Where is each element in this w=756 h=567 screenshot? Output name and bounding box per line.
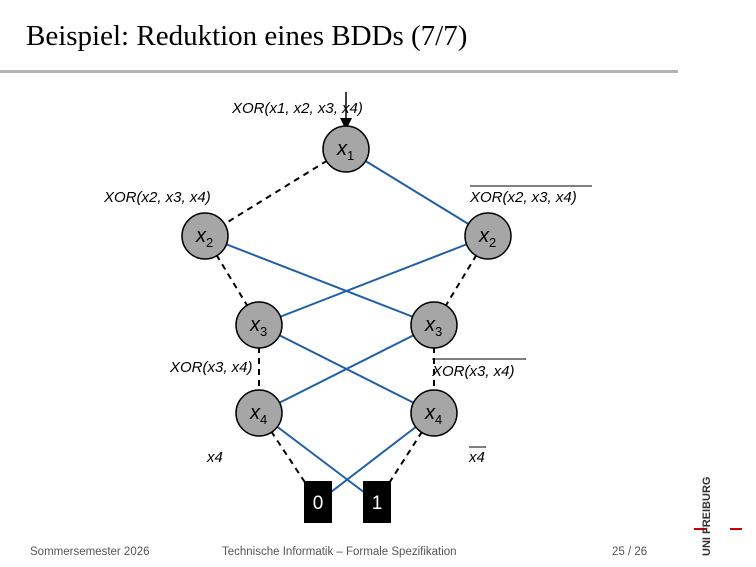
node-n2l (181, 212, 229, 260)
logo-text: UNI FREIBURG (701, 476, 713, 556)
terminal-t1 (363, 481, 391, 523)
footer-page-number: 25 / 26 (612, 546, 648, 558)
node-n2r (464, 212, 512, 260)
node-subscript-n4r: 4 (435, 412, 442, 427)
node-subscript-n1: 1 (347, 148, 354, 163)
node-n3r (410, 301, 458, 349)
slide-title: Beispiel: Reduktion eines BDDs (7/7) (26, 20, 468, 52)
title-divider (0, 70, 678, 73)
edge-n1-n2l-zero (204, 148, 347, 237)
node-n4r (410, 389, 458, 437)
label-left-level4: x4 (206, 449, 223, 466)
label-left-level3: XOR(x3, x4) (169, 359, 253, 376)
node-subscript-n3r: 3 (435, 324, 442, 339)
label-right-level2: XOR(x2, x3, x4) (469, 189, 577, 206)
label-right-level4: x4 (468, 449, 485, 466)
edge-n3r-n4l-one (258, 324, 435, 414)
terminal-t0 (304, 481, 332, 523)
edge-n1-n2r-one (345, 148, 489, 237)
node-n1 (322, 125, 370, 173)
terminal-label-t0: 0 (313, 493, 324, 514)
node-subscript-n3l: 3 (260, 324, 267, 339)
edge-n2l-n3r-one (204, 235, 435, 326)
node-n3l (235, 301, 283, 349)
node-n4l (235, 389, 283, 437)
logo-accent-right (730, 528, 742, 530)
logo-accent-left (694, 528, 706, 530)
edge-n4l-t1-one (258, 412, 378, 503)
footer-course: Technische Informatik – Formale Spezifik… (222, 546, 457, 558)
edge-n2r-n3l-one (258, 235, 489, 326)
terminal-label-t1: 1 (372, 493, 383, 514)
label-left-level2: XOR(x2, x3, x4) (103, 189, 211, 206)
node-subscript-n2r: 2 (489, 235, 496, 250)
label-right-level3: XOR(x3, x4) (431, 363, 515, 380)
node-subscript-n4l: 4 (260, 412, 267, 427)
label-root-function: XOR(x1, x2, x3, x4) (231, 100, 363, 117)
node-subscript-n2l: 2 (206, 235, 213, 250)
university-logo: UNI FREIBURG (694, 476, 742, 558)
footer-semester: Sommersemester 2026 (30, 546, 150, 558)
edge-n4r-t0-one (317, 412, 435, 503)
